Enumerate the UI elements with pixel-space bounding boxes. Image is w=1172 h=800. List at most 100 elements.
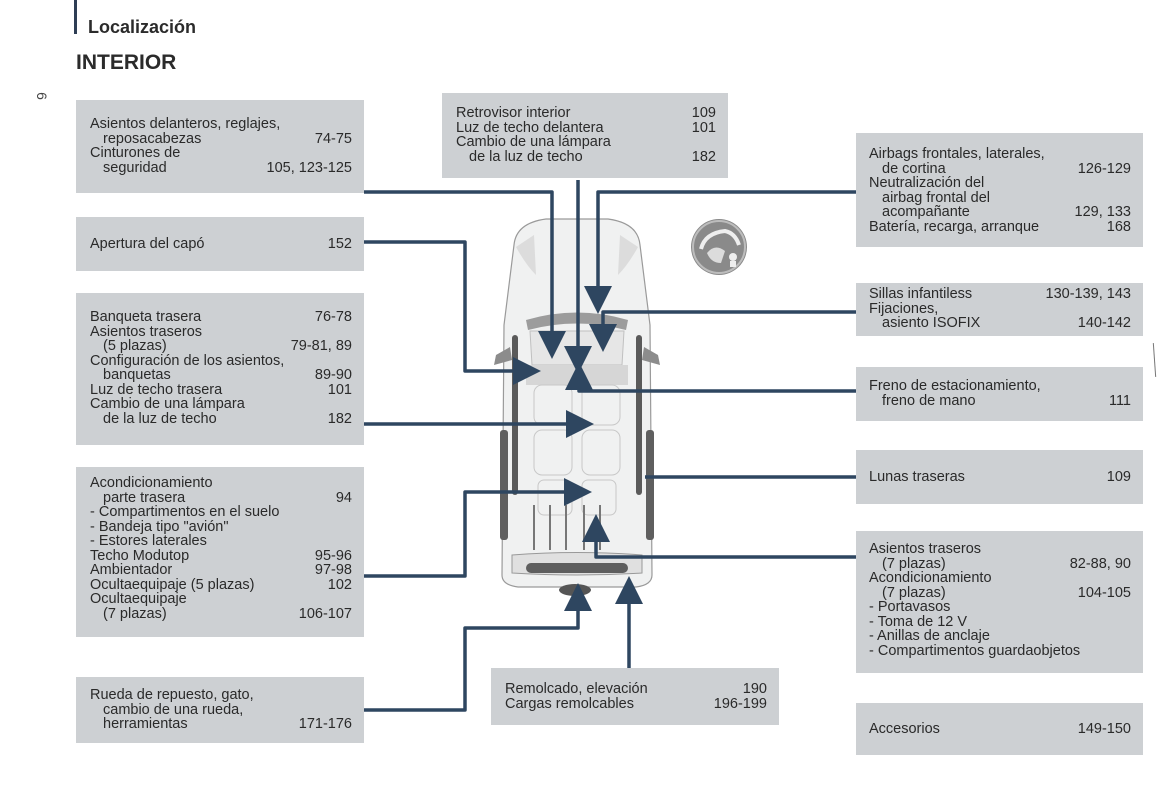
connector-front-seats [364,190,566,359]
entry-row: - Bandeja tipo "avión" [90,518,352,535]
connector-airbags [584,190,856,314]
entry-page-ref: 168 [1106,218,1131,235]
entry-row: Acondicionamiento [90,476,352,491]
entry-page-ref: 89-90 [314,367,352,383]
entry-page-ref: 79-81, 89 [290,338,352,354]
entry-label: Lunas traseras [869,469,965,485]
entry-row: Airbags frontales, laterales, [869,147,1131,162]
entry-row: de la luz de techo 182 [456,148,716,165]
header-accent-bar [74,0,77,34]
entry-page-ref: 101 [691,119,716,136]
entry-page-ref: 196-199 [713,695,767,712]
entry-label: Cargas remolcables [505,695,634,712]
entry-row: cambio de una rueda, [90,701,352,718]
entry-row: Neutralización del [869,176,1131,191]
entry-page-ref: 111 [1108,392,1131,409]
page-title: INTERIOR [76,51,177,74]
entry-row: Asientos traseros [90,324,352,340]
entry-page-ref: 190 [742,681,767,697]
entry-page-ref: 82-88, 90 [1069,555,1131,572]
entry-row: Ocultaequipaje (5 plazas) 102 [90,576,352,593]
entry-row: - Portavasos [869,600,1131,615]
entry-page-ref: 105, 123-125 [266,159,352,176]
entry-page-ref: 104-105 [1077,584,1131,601]
entry-page-ref: 182 [691,148,716,165]
entry-label: airbag frontal del [882,189,991,206]
entry-row: banquetas 89-90 [90,368,352,383]
entry-label: Fijaciones, [869,300,939,317]
entry-row: Cargas remolcables 196-199 [505,695,767,712]
entry-row: Acondicionamiento [869,571,1131,586]
connector-rear-seats-7 [582,514,856,559]
entry-label: - Bandeja tipo "avión" [90,518,229,535]
entry-label: Ocultaequipaje (5 plazas) [90,576,255,593]
entry-label: Ocultaequipaje [90,591,187,607]
entry-label: Rueda de repuesto, gato, [90,687,254,703]
entry-label: Asientos delanteros, reglajes, [90,116,281,132]
entry-label: (5 plazas) [103,338,167,354]
entry-label: de la luz de techo [469,148,583,165]
connector-rear-fittings [364,478,592,578]
entry-row: - Toma de 12 V [869,614,1131,630]
entry-label: Neutralización del [869,175,985,191]
entry-label: Techo Modutop [90,547,190,564]
airbag-child-seat-icon [691,219,747,275]
entry-label: Configuración de los asientos, [90,352,285,369]
entry-row: - Compartimentos en el suelo [90,505,352,520]
entry-label: Airbags frontales, laterales, [869,146,1045,162]
entry-label: reposacabezas [103,130,202,147]
entry-label: de la luz de techo [103,410,217,427]
entry-label: Apertura del capó [90,236,205,252]
entry-label: asiento ISOFIX [882,315,981,331]
entry-page-ref: 149-150 [1077,721,1131,737]
entry-label: Asientos traseros [869,541,982,557]
entry-row: Freno de estacionamiento, [869,379,1131,394]
entry-label: - Portavasos [869,599,951,615]
info-box-spare-wheel: Rueda de repuesto, gato,cambio de una ru… [76,677,364,743]
entry-row: Asientos delanteros, reglajes, [90,117,352,132]
entry-row: (7 plazas) 106-107 [90,605,352,622]
entry-row: - Compartimentos guardaobjetos [869,643,1131,659]
entry-row: reposacabezas 74-75 [90,130,352,147]
connector-bonnet [364,240,541,385]
entry-page-ref: 97-98 [314,562,352,578]
entry-row: Cambio de una lámpara [90,397,352,412]
entry-label: - Anillas de anclaje [869,628,990,644]
entry-page-ref: 102 [327,576,352,593]
entry-page-ref: 74-75 [314,130,352,147]
entry-label: cambio de una rueda, [103,701,244,718]
entry-label: banquetas [103,367,171,383]
entry-label: - Estores laterales [90,533,207,549]
entry-page-ref: 109 [1106,469,1131,485]
section-title: Localización [88,17,197,37]
entry-page-ref: 106-107 [298,605,352,622]
entry-row: asiento ISOFIX 140-142 [869,316,1131,331]
entry-row: Lunas traseras 109 [869,470,1131,485]
entry-label: (7 plazas) [103,605,167,622]
entry-page-ref: 171-176 [298,716,352,732]
entry-label: acompañante [882,204,970,220]
entry-page-ref: 76-78 [314,309,352,325]
entry-row: - Estores laterales [90,534,352,549]
entry-page-ref: 140-142 [1077,315,1131,331]
entry-row: Rueda de repuesto, gato, [90,688,352,703]
entry-label: Retrovisor interior [456,105,571,121]
